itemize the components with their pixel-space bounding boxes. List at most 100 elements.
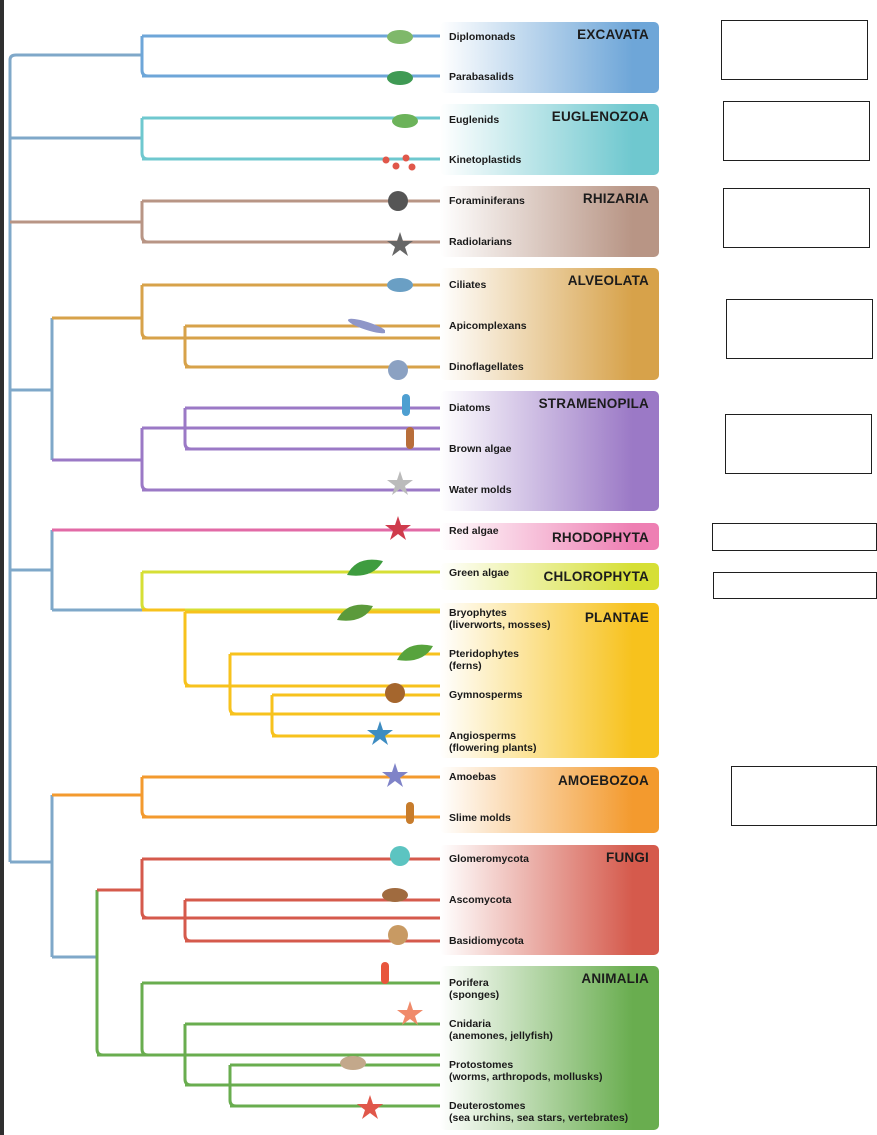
taxon-label: Pteridophytes (ferns): [449, 648, 520, 672]
group-label-amoebozoa: AMOEBOZOA: [557, 773, 649, 788]
taxon-label: Brown algae: [449, 443, 512, 455]
pine-cone-icon: [385, 683, 405, 703]
taxon-label: Deuterostomes (sea urchins, sea stars, v…: [449, 1100, 629, 1124]
taxon-label: Ciliates: [449, 279, 487, 291]
taxon-label: Green algae: [449, 567, 510, 579]
taxon-label: Gymnosperms: [449, 689, 523, 701]
taxon-label: Glomeromycota: [449, 853, 529, 865]
flower-icon: [367, 721, 393, 745]
taxon-label: Porifera (sponges): [449, 977, 500, 1001]
kinetoplastid-icon: [382, 154, 416, 171]
tree-branch: [140, 118, 149, 161]
taxon-label: Dinoflagellates: [449, 361, 524, 373]
left-window-edge: [0, 0, 4, 1135]
tree-branch: [183, 325, 192, 369]
group-box-rhodophyta: [440, 523, 659, 550]
water-mold-icon: [387, 471, 413, 495]
group-label-fungi: FUNGI: [606, 850, 649, 865]
taxon-label: Protostomes (worms, arthropods, mollusks…: [449, 1059, 603, 1083]
group-box-chlorophyta: [440, 563, 659, 590]
group-label-excavata: EXCAVATA: [577, 27, 649, 42]
group-box-stramenopila: [440, 391, 659, 511]
group-label-stramenopila: STRAMENOPILA: [538, 396, 649, 411]
taxon-label: Euglenids: [449, 114, 500, 126]
answer-box-2[interactable]: [723, 101, 870, 161]
answer-box-8[interactable]: [731, 766, 877, 826]
green-alga-icon: [347, 559, 383, 576]
group-label-rhizaria: RHIZARIA: [582, 191, 649, 206]
taxon-label: Foraminiferans: [449, 195, 525, 207]
answer-box-5[interactable]: [725, 414, 872, 474]
taxon-label: Kinetoplastids: [449, 154, 522, 166]
tree-branch: [228, 653, 237, 716]
taxon-label: Red algae: [449, 525, 499, 537]
red-alga-icon: [385, 516, 411, 540]
group-label-euglenozoa: EUGLENOZOA: [551, 109, 649, 124]
taxon-label: Slime molds: [449, 812, 511, 824]
tree-branch: [140, 428, 149, 492]
answer-box-7[interactable]: [713, 572, 877, 599]
sea-star-icon: [357, 1095, 383, 1119]
apicomplexan-icon: [347, 318, 385, 334]
answer-box-4[interactable]: [726, 299, 873, 359]
group-box-plantae: [440, 603, 659, 758]
taxon-label: Angiosperms (flowering plants): [449, 730, 537, 754]
euglenid-icon: [392, 114, 418, 128]
tree-branch: [140, 285, 149, 340]
morel-icon: [382, 888, 408, 902]
tree-branch: [140, 859, 149, 920]
group-box-alveolata: [440, 268, 659, 380]
taxon-label: Basidiomycota: [449, 935, 524, 947]
tree-branch: [8, 53, 142, 61]
group-label-plantae: PLANTAE: [584, 610, 649, 625]
tree-branch: [140, 572, 149, 612]
tree-branch: [95, 889, 104, 1057]
brown-alga-icon: [406, 427, 414, 449]
diplomonad-icon: [387, 30, 413, 44]
taxon-label: Cnidaria (anemones, jellyfish): [449, 1018, 553, 1042]
taxon-label: Apicomplexans: [449, 320, 527, 332]
clam-icon: [340, 1056, 366, 1070]
moss-icon: [337, 604, 373, 621]
sponge-icon: [381, 962, 389, 984]
answer-box-6[interactable]: [712, 523, 877, 551]
taxon-label: Diplomonads: [449, 31, 516, 43]
tree-branch: [183, 899, 192, 943]
taxon-label: Bryophytes (liverworts, mosses): [449, 607, 551, 631]
taxon-label: Diatoms: [449, 402, 491, 414]
taxon-label: Water molds: [449, 484, 512, 496]
answer-box-1[interactable]: [721, 20, 868, 80]
dinoflagellate-icon: [388, 360, 408, 380]
taxon-label: Parabasalids: [449, 71, 514, 83]
group-box-animalia: [440, 966, 659, 1130]
tree-branch: [140, 36, 149, 78]
tree-branch: [183, 611, 192, 688]
fern-icon: [397, 644, 433, 661]
diatom-icon: [402, 394, 410, 416]
parabasalid-icon: [387, 71, 413, 85]
group-box-amoebozoa: [440, 767, 659, 833]
taxon-label: Ascomycota: [449, 894, 512, 906]
group-box-rhizaria: [440, 186, 659, 257]
group-box-fungi: [440, 845, 659, 955]
mushroom-icon: [388, 925, 408, 945]
group-box-excavata: [440, 22, 659, 93]
taxon-label: Amoebas: [449, 771, 497, 783]
tree-branch: [140, 201, 149, 244]
group-label-alveolata: ALVEOLATA: [567, 273, 649, 288]
anemone-icon: [397, 1001, 423, 1025]
amoeba-icon: [382, 763, 408, 787]
answer-box-3[interactable]: [723, 188, 870, 248]
ciliate-icon: [387, 278, 413, 292]
foraminiferan-icon: [388, 191, 408, 211]
tree-branch: [140, 983, 149, 1057]
group-label-animalia: ANIMALIA: [581, 971, 649, 986]
group-box-euglenozoa: [440, 104, 659, 175]
group-label-rhodophyta: RHODOPHYTA: [551, 530, 649, 545]
slime-mold-icon: [406, 802, 414, 824]
taxon-label: Radiolarians: [449, 236, 513, 248]
tree-branch: [140, 777, 149, 819]
group-label-chlorophyta: CHLOROPHYTA: [543, 569, 649, 584]
radiolarian-icon: [387, 232, 413, 256]
